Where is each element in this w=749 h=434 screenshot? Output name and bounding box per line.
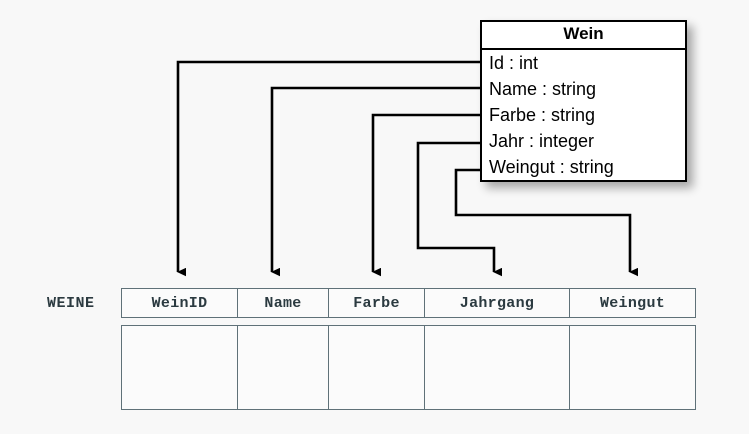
table-header-name[interactable]: Name bbox=[238, 289, 329, 317]
uml-class-name: Wein bbox=[482, 22, 685, 50]
table-cell-farbe[interactable] bbox=[329, 326, 425, 409]
table-header-farbe[interactable]: Farbe bbox=[329, 289, 425, 317]
table-header-jahrgang[interactable]: Jahrgang bbox=[425, 289, 570, 317]
table-name-label: WEINE bbox=[47, 295, 95, 312]
uml-class-box[interactable]: Wein Id : int Name : string Farbe : stri… bbox=[480, 20, 687, 182]
table-cell-name[interactable] bbox=[238, 326, 329, 409]
table-cell-weingut[interactable] bbox=[570, 326, 695, 409]
connector-weingut-to-weingut bbox=[454, 168, 638, 277]
uml-attribute-id: Id : int bbox=[489, 52, 539, 73]
uml-attribute-farbe: Farbe : string bbox=[489, 104, 596, 125]
uml-attribute-list: Id : int Name : string Farbe : string Ja… bbox=[482, 49, 685, 180]
uml-attribute-name: Name : string bbox=[489, 78, 597, 99]
connector-farbe-to-farbe bbox=[371, 113, 480, 277]
table-header-row: WeinID Name Farbe Jahrgang Weingut bbox=[121, 288, 696, 318]
connector-name-to-name bbox=[270, 86, 480, 277]
table-data-row bbox=[121, 325, 696, 410]
connector-jahr-to-jahrgang bbox=[416, 141, 502, 277]
table-header-weingut[interactable]: Weingut bbox=[599, 294, 666, 312]
table-cell-weinid[interactable] bbox=[122, 326, 238, 409]
table-cell-jahrgang[interactable] bbox=[425, 326, 570, 409]
connector-id-to-weinid bbox=[176, 60, 480, 277]
uml-attribute-jahr: Jahr : integer bbox=[489, 130, 595, 151]
uml-attribute-weingut: Weingut : string bbox=[489, 156, 614, 177]
table-header-weinid[interactable]: WeinID bbox=[122, 289, 238, 317]
